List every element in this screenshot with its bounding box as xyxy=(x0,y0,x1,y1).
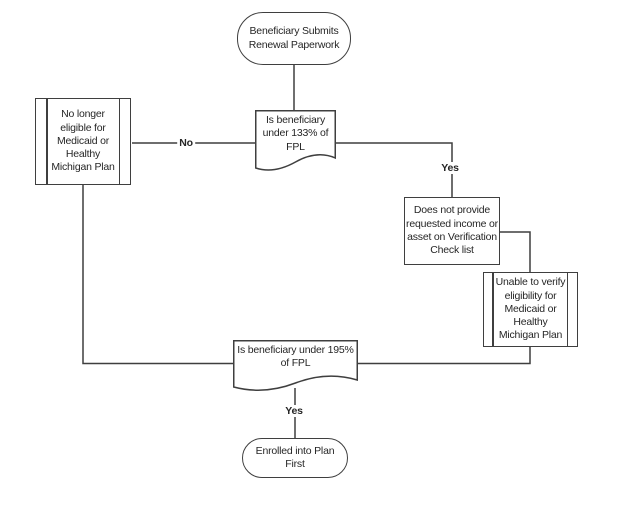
node-decision-under-133-fpl-label: Is beneficiary under 133% of FPL xyxy=(262,114,329,153)
edge-unable-to-verify-to-under195 xyxy=(357,346,531,365)
node-unable-to-verify: Unable to verify eligibility for Medicai… xyxy=(483,272,578,347)
node-no-longer-eligible-label: No longer eligible for Medicaid or Healt… xyxy=(51,108,115,174)
edge-label-no: No xyxy=(177,137,195,149)
node-decision-under-195-fpl: Is beneficiary under 195% of FPL xyxy=(233,340,358,398)
document-shape xyxy=(233,340,358,391)
predefined-process-bar-right xyxy=(118,99,120,184)
edge-under133-yes-to-does-not-provide xyxy=(336,142,453,198)
edge-label-yes-133: Yes xyxy=(439,162,461,174)
edge-label-yes-195: Yes xyxy=(283,405,305,417)
predefined-process-bar-left xyxy=(492,273,494,346)
edge-no-longer-eligible-to-under195 xyxy=(82,184,234,365)
node-no-longer-eligible: No longer eligible for Medicaid or Healt… xyxy=(35,98,131,185)
node-decision-under-133-fpl: Is beneficiary under 133% of FPL xyxy=(255,110,336,178)
node-end-terminator: Enrolled into Plan First xyxy=(242,438,348,478)
node-does-not-provide: Does not provide requested income or ass… xyxy=(404,197,500,265)
predefined-process-bar-left xyxy=(46,99,48,184)
node-start-terminator: Beneficiary Submits Renewal Paperwork xyxy=(237,12,351,65)
document-shape xyxy=(255,110,336,171)
edge-does-not-provide-to-unable-to-verify xyxy=(499,231,531,273)
node-decision-under-195-fpl-label: Is beneficiary under 195% of FPL xyxy=(237,344,354,370)
node-unable-to-verify-label: Unable to verify eligibility for Medicai… xyxy=(495,276,566,342)
predefined-process-bar-right xyxy=(566,273,568,346)
